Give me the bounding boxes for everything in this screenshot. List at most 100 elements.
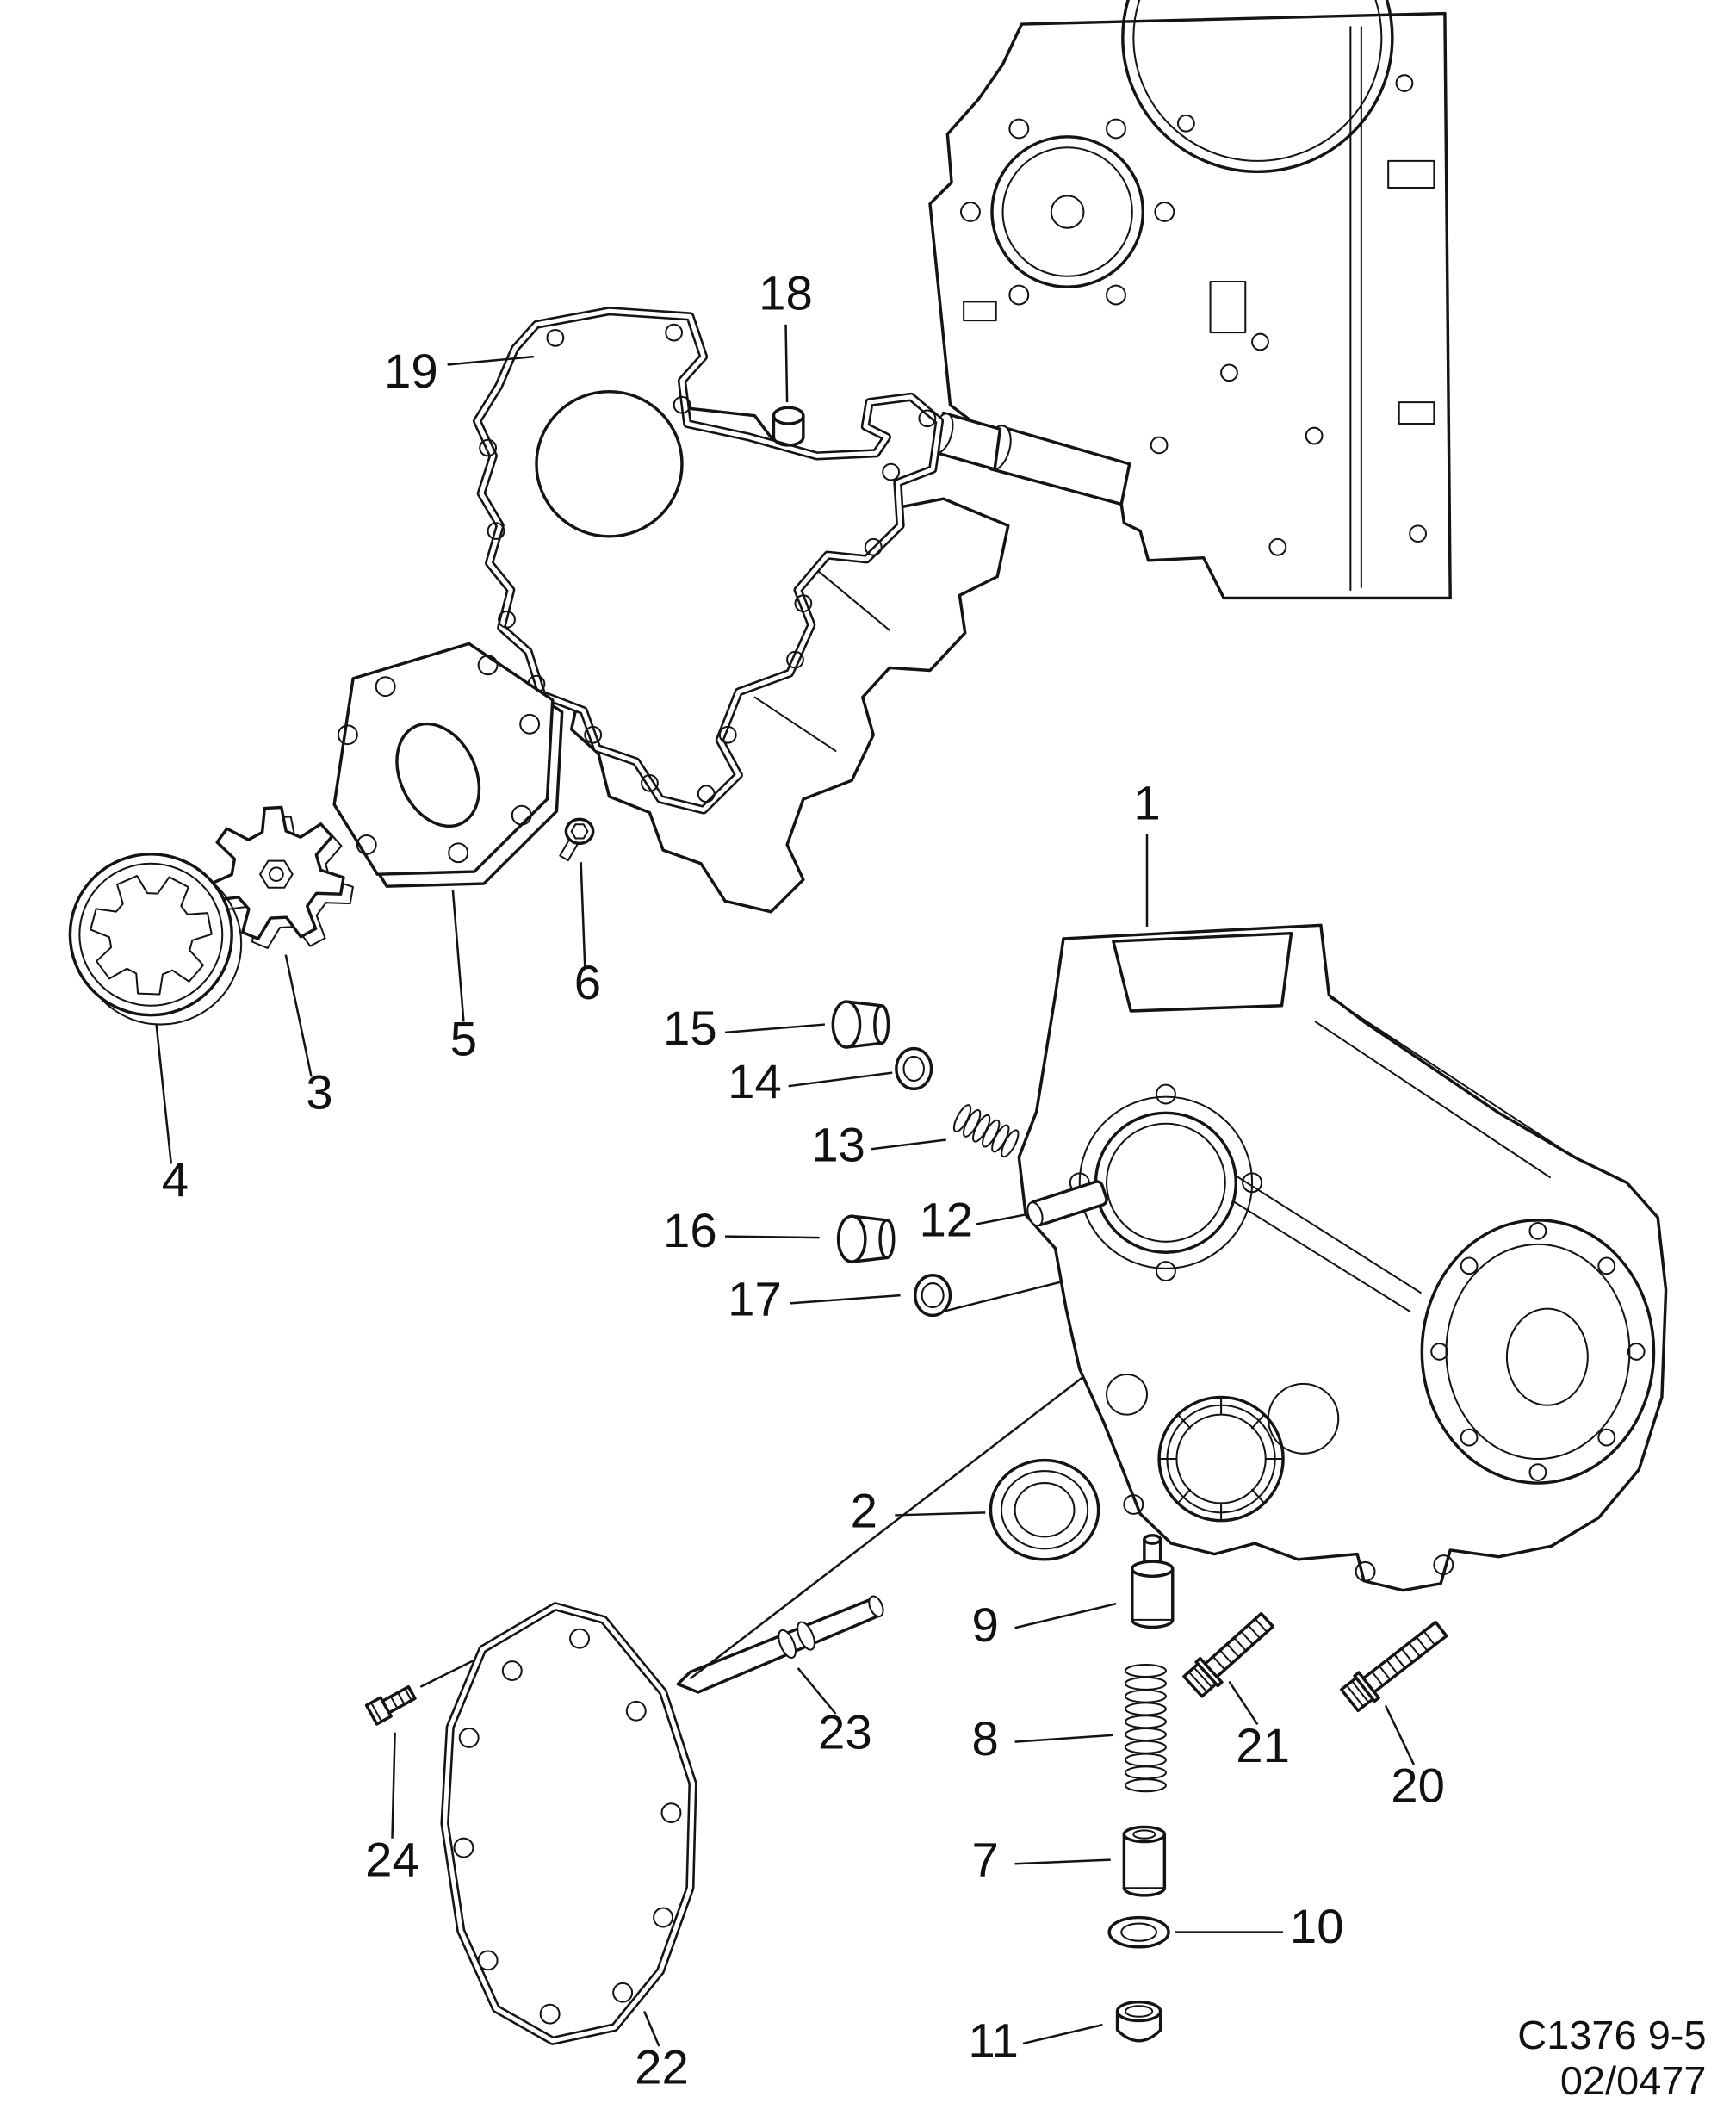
plug-16: [836, 1214, 896, 1263]
callout-label-17: 17: [728, 1272, 782, 1326]
callouts: 19 18 5 3 4 6 15 14 13 12 16 17 1 2 9 8 …: [155, 266, 1445, 2094]
leader-line-18: [784, 324, 789, 403]
callout-24: 24: [365, 1732, 419, 1886]
leader-line-19: [447, 355, 534, 366]
callout-label-18: 18: [759, 266, 813, 320]
callout-label-22: 22: [635, 2040, 689, 2094]
plug-18: [772, 406, 805, 447]
valve-spring-8: [1124, 1664, 1167, 1793]
callout-label-16: 16: [663, 1203, 717, 1257]
callout-label-8: 8: [972, 1711, 999, 1765]
callout-label-12: 12: [919, 1193, 973, 1247]
pump-cover-plate: [332, 642, 564, 888]
leader-line-2: [895, 1511, 986, 1517]
callout-10: 10: [1175, 1899, 1344, 1953]
callout-label-2: 2: [851, 1484, 877, 1538]
callout-12: 12: [919, 1193, 1025, 1247]
callout-1: 1: [1133, 775, 1161, 927]
leader-line-20: [1384, 1705, 1416, 1765]
cover-housing-face: [1420, 1219, 1656, 1485]
plug-15: [831, 1000, 890, 1049]
callout-2: 2: [851, 1484, 986, 1538]
crank-bore: [990, 135, 1145, 288]
screw-6: [559, 817, 595, 862]
engine-block: [928, 0, 1452, 600]
callout-label-13: 13: [811, 1118, 865, 1172]
callout-22: 22: [635, 2011, 689, 2094]
leader-line-9: [1014, 1602, 1117, 1629]
callout-9: 9: [972, 1598, 1117, 1652]
callout-label-7: 7: [972, 1832, 999, 1886]
callout-8: 8: [972, 1711, 1113, 1765]
threaded-bore: [1157, 1395, 1285, 1523]
leader-line-4: [155, 1024, 173, 1164]
timing-cover: [1017, 923, 1668, 1592]
leader-line-12: [975, 1213, 1025, 1225]
leader-line-3: [284, 954, 313, 1077]
leader-line-23: [797, 1667, 837, 1715]
pump-cavity: [1094, 1111, 1238, 1254]
callout-20: 20: [1384, 1705, 1445, 1813]
crank-seal-2: [989, 1458, 1100, 1561]
callout-label-4: 4: [162, 1152, 189, 1207]
callout-label-1: 1: [1133, 775, 1160, 829]
callout-label-6: 6: [574, 955, 601, 1009]
bolt-21: [1182, 1611, 1274, 1698]
callout-23: 23: [797, 1667, 872, 1759]
leader-line-6: [580, 862, 586, 969]
seal-ring-14: [895, 1046, 933, 1091]
callout-16: 16: [663, 1203, 820, 1257]
callout-label-11: 11: [968, 2013, 1018, 2068]
callout-label-19: 19: [384, 344, 438, 398]
screw-24: [364, 1684, 417, 1726]
drawing-code: C1376 9-5: [1517, 2013, 1706, 2057]
plug-11: [1115, 2000, 1162, 2043]
callout-19: 19: [384, 344, 534, 398]
leader-line-24: [391, 1732, 396, 1839]
spring-13: [952, 1104, 1020, 1158]
assembly-line-24: [419, 1659, 475, 1688]
callout-label-20: 20: [1391, 1759, 1445, 1813]
callout-6: 6: [574, 862, 601, 1009]
callout-label-24: 24: [365, 1832, 419, 1886]
callout-label-5: 5: [450, 1012, 477, 1066]
leader-line-5: [451, 890, 465, 1022]
callout-label-21: 21: [1236, 1718, 1290, 1772]
leader-line-14: [788, 1071, 893, 1088]
leader-line-15: [724, 1023, 826, 1034]
leader-line-16: [725, 1235, 820, 1239]
valve-piston-9: [1131, 1534, 1175, 1629]
callout-21: 21: [1228, 1680, 1290, 1772]
callout-18: 18: [759, 266, 813, 403]
callout-11: 11: [968, 2013, 1103, 2068]
callout-label-3: 3: [306, 1065, 332, 1120]
leader-line-11: [1022, 2023, 1103, 2045]
bolt-20: [1340, 1620, 1448, 1713]
washer-10: [1107, 1915, 1170, 1949]
callout-label-9: 9: [972, 1598, 999, 1652]
oil-pump-outer-rotor: [68, 853, 243, 1026]
seal-ring-17: [914, 1274, 952, 1318]
callout-label-23: 23: [818, 1704, 872, 1759]
leader-line-17: [790, 1294, 901, 1305]
rear-cover-gasket: [477, 311, 939, 810]
shaft-23: [676, 1595, 884, 1694]
callout-14: 14: [728, 1054, 893, 1108]
leader-line-7: [1014, 1858, 1111, 1865]
pin-12: [1026, 1180, 1108, 1227]
callout-label-15: 15: [663, 1001, 717, 1055]
callout-7: 7: [972, 1832, 1111, 1886]
drawing-revision: 02/0477: [1560, 2058, 1707, 2103]
bushing-7: [1122, 1825, 1167, 1897]
callout-15: 15: [663, 1001, 826, 1055]
callout-4: 4: [155, 1024, 189, 1207]
callout-label-14: 14: [728, 1054, 782, 1108]
callout-label-10: 10: [1290, 1899, 1344, 1953]
leader-line-8: [1014, 1734, 1113, 1743]
callout-17: 17: [728, 1272, 901, 1326]
cylinder-bore: [1121, 0, 1394, 173]
callout-13: 13: [811, 1118, 946, 1172]
bracket-opening: [1112, 931, 1293, 1013]
